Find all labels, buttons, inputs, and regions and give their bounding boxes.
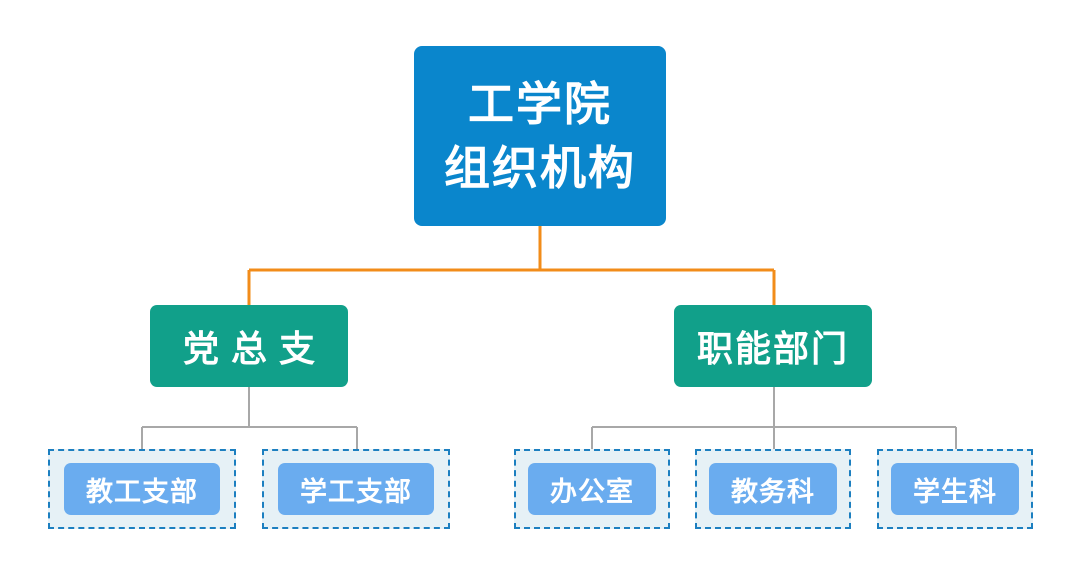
leaf-node: 学生科 — [891, 463, 1019, 515]
root-node: 工学院 组织机构 — [414, 46, 666, 226]
leaf-frame: 办公室 — [514, 449, 670, 529]
leaf-frame: 教工支部 — [48, 449, 236, 529]
root-title-line1: 工学院 — [468, 77, 612, 131]
leaf-frame: 教务科 — [695, 449, 851, 529]
branch-node-party: 党总支 — [150, 305, 348, 387]
branch-label: 党总支 — [182, 328, 327, 370]
leaf-node: 教务科 — [709, 463, 837, 515]
leaf-node: 教工支部 — [64, 463, 220, 515]
branch-label: 职能部门 — [696, 328, 849, 370]
left-branch-connector — [141, 387, 358, 449]
right-branch-connector — [591, 387, 957, 449]
leaf-node: 学工支部 — [278, 463, 434, 515]
leaf-node: 办公室 — [528, 463, 656, 515]
leaf-frame: 学生科 — [877, 449, 1033, 529]
root-title-line2: 组织机构 — [444, 141, 636, 195]
root-connector — [247, 226, 776, 305]
branch-node-functional: 职能部门 — [674, 305, 872, 387]
leaf-frame: 学工支部 — [262, 449, 450, 529]
